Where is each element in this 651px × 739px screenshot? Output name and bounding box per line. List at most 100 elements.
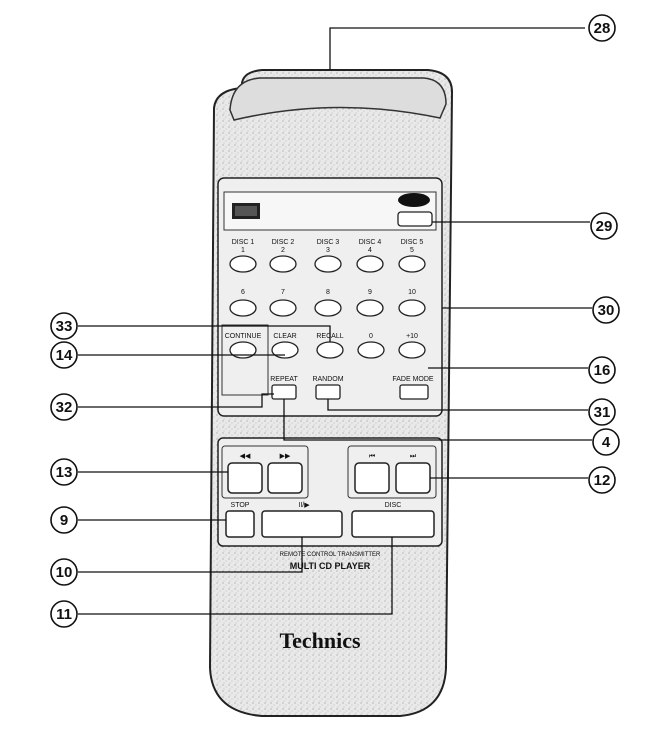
callout-28: 28: [588, 14, 616, 42]
brand-logo: Technics: [279, 628, 361, 653]
disc-5-sub: 5: [410, 247, 414, 254]
disc-4-button[interactable]: DISC 4 4: [356, 239, 384, 273]
disc-5-label: DISC 5: [401, 239, 424, 246]
number-9-label: 9: [368, 289, 372, 296]
callout-16: 16: [588, 356, 616, 384]
svg-text:16: 16: [594, 362, 611, 379]
function-row-4: REPEAT RANDOM FADE MODE: [270, 376, 434, 400]
continue-group-frame: [221, 324, 269, 396]
transport-group-left: ◀◀ ▶▶: [221, 445, 309, 499]
svg-text:10: 10: [56, 564, 73, 581]
disc-1-label: DISC 1: [232, 239, 255, 246]
play-pause-label: II/▶: [298, 502, 310, 509]
leader-4: [283, 399, 592, 441]
number-6-button[interactable]: 6: [229, 289, 257, 317]
continue-button[interactable]: CONTINUE: [225, 333, 262, 359]
footer-subtitle: REMOTE CONTROL TRANSMITTER: [280, 552, 381, 558]
clear-label: CLEAR: [273, 333, 296, 340]
callout-11: 11: [50, 600, 78, 628]
callout-30: 30: [592, 296, 620, 324]
disc-4-sub: 4: [368, 247, 372, 254]
play-pause-button[interactable]: II/▶: [261, 502, 343, 538]
skip-back-icon: ⏮: [369, 453, 375, 460]
number-7-button[interactable]: 7: [269, 289, 297, 317]
svg-text:9: 9: [60, 512, 68, 529]
disc-skip-button[interactable]: DISC: [351, 502, 435, 538]
ir-led-icon: [398, 193, 430, 207]
number-9-button[interactable]: 9: [356, 289, 384, 317]
disc-2-sub: 2: [281, 247, 285, 254]
svg-text:14: 14: [56, 347, 73, 364]
disc-2-button[interactable]: DISC 2 2: [269, 239, 297, 273]
number-7-label: 7: [281, 289, 285, 296]
leader-32: [78, 393, 274, 408]
random-label: RANDOM: [312, 376, 343, 383]
continue-label: CONTINUE: [225, 333, 262, 340]
number-10-label: 10: [408, 289, 416, 296]
fast-forward-icon: ▶▶: [280, 453, 291, 460]
number-8-label: 8: [326, 289, 330, 296]
callout-9: 9: [50, 506, 78, 534]
number-6-label: 6: [241, 289, 245, 296]
bottom-button-row: STOP II/▶ DISC: [225, 502, 435, 538]
disc-3-button[interactable]: DISC 3 3: [314, 239, 342, 273]
disc-skip-label: DISC: [385, 502, 402, 509]
stop-button[interactable]: STOP: [225, 502, 255, 538]
fast-forward-button[interactable]: ▶▶: [267, 453, 303, 494]
callout-29: 29: [590, 212, 618, 240]
zero-label: 0: [369, 333, 373, 340]
disc-1-sub: 1: [241, 247, 245, 254]
callout-14: 14: [50, 341, 78, 369]
cd-icon: [232, 203, 260, 219]
callout-13: 13: [50, 458, 78, 486]
fade-mode-button[interactable]: FADE MODE: [392, 376, 434, 400]
skip-back-button[interactable]: ⏮: [354, 453, 390, 494]
callout-33: 33: [50, 312, 78, 340]
leader-33: [78, 325, 331, 342]
zero-button[interactable]: 0: [357, 333, 385, 359]
number-button-row: 6 7 8 9 10: [229, 289, 426, 317]
leader-31: [327, 399, 588, 411]
leader-28: [329, 27, 585, 70]
plus10-label: +10: [406, 333, 418, 340]
plus10-button[interactable]: +10: [398, 333, 426, 359]
svg-text:32: 32: [56, 399, 73, 416]
repeat-button[interactable]: REPEAT: [270, 376, 298, 400]
ir-window: [229, 77, 447, 121]
transport-group-right: ⏮ ⏭: [347, 445, 437, 499]
stop-label: STOP: [231, 502, 250, 509]
svg-text:11: 11: [56, 606, 72, 623]
fade-mode-label: FADE MODE: [392, 376, 434, 383]
key-panel-upper: [217, 177, 443, 417]
power-button[interactable]: [397, 211, 433, 227]
disc-1-button[interactable]: DISC 1 1: [229, 239, 257, 273]
svg-text:29: 29: [596, 218, 613, 235]
random-button[interactable]: RANDOM: [312, 376, 344, 400]
clear-button[interactable]: CLEAR: [271, 333, 299, 359]
disc-4-label: DISC 4: [359, 239, 382, 246]
callout-10: 10: [50, 558, 78, 586]
callouts: 28 29 30 33 14 16 32 31: [50, 14, 620, 628]
footer-model: MULTI CD PLAYER: [290, 561, 371, 571]
callout-4: 4: [592, 428, 620, 456]
callout-31: 31: [588, 398, 616, 426]
callout-32: 32: [50, 393, 78, 421]
number-10-button[interactable]: 10: [398, 289, 426, 317]
svg-text:33: 33: [56, 318, 73, 335]
disc-3-sub: 3: [326, 247, 330, 254]
disc-button-row: DISC 1 1 DISC 2 2 DISC 3 3 DISC 4 4 DISC…: [229, 239, 426, 273]
skip-forward-icon: ⏭: [410, 453, 417, 460]
svg-text:31: 31: [594, 404, 611, 421]
callout-12: 12: [588, 466, 616, 494]
leader-lines: [78, 27, 592, 615]
rewind-icon: ◀◀: [240, 453, 251, 460]
disc-5-button[interactable]: DISC 5 5: [398, 239, 426, 273]
leader-11: [78, 537, 393, 615]
svg-text:28: 28: [594, 20, 611, 37]
svg-text:4: 4: [602, 434, 611, 451]
number-8-button[interactable]: 8: [314, 289, 342, 317]
svg-text:13: 13: [56, 464, 73, 481]
rewind-button[interactable]: ◀◀: [227, 453, 263, 494]
